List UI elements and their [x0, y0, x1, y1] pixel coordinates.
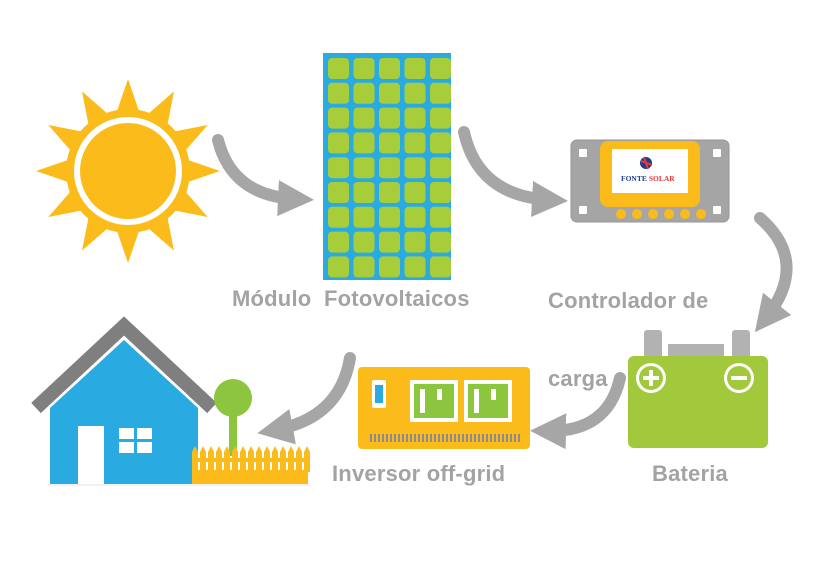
arrow-battery-to-inverter — [530, 372, 626, 450]
label-charge-controller-line2: carga — [548, 366, 608, 391]
label-battery: Bateria — [652, 461, 728, 486]
fence-icon — [192, 446, 310, 484]
label-inverter: Inversor off-grid — [332, 461, 506, 486]
minus-terminal-icon — [724, 363, 754, 393]
inverter-icon — [358, 367, 530, 449]
arrow-inverter-to-house — [257, 352, 356, 445]
battery-icon — [628, 330, 768, 448]
ground-line — [48, 484, 310, 486]
plus-terminal-icon — [636, 363, 666, 393]
label-charge-controller: Controlador de carga — [548, 236, 708, 418]
sun-icon — [36, 79, 220, 263]
brand-text-solar: SOLAR — [649, 174, 675, 183]
house-icon — [31, 316, 217, 484]
arrow-sun-to-panel — [212, 134, 314, 217]
arrow-controller-to-battery — [754, 212, 793, 333]
label-solar-panel: Módulo Fotovoltaicos — [232, 286, 470, 311]
tree-icon — [214, 379, 252, 456]
label-charge-controller-line1: Controlador de — [548, 288, 709, 313]
arrow-panel-to-controller — [458, 126, 568, 217]
solar-panel-icon — [323, 53, 451, 280]
brand-text-fonte: FONTE — [621, 174, 647, 183]
